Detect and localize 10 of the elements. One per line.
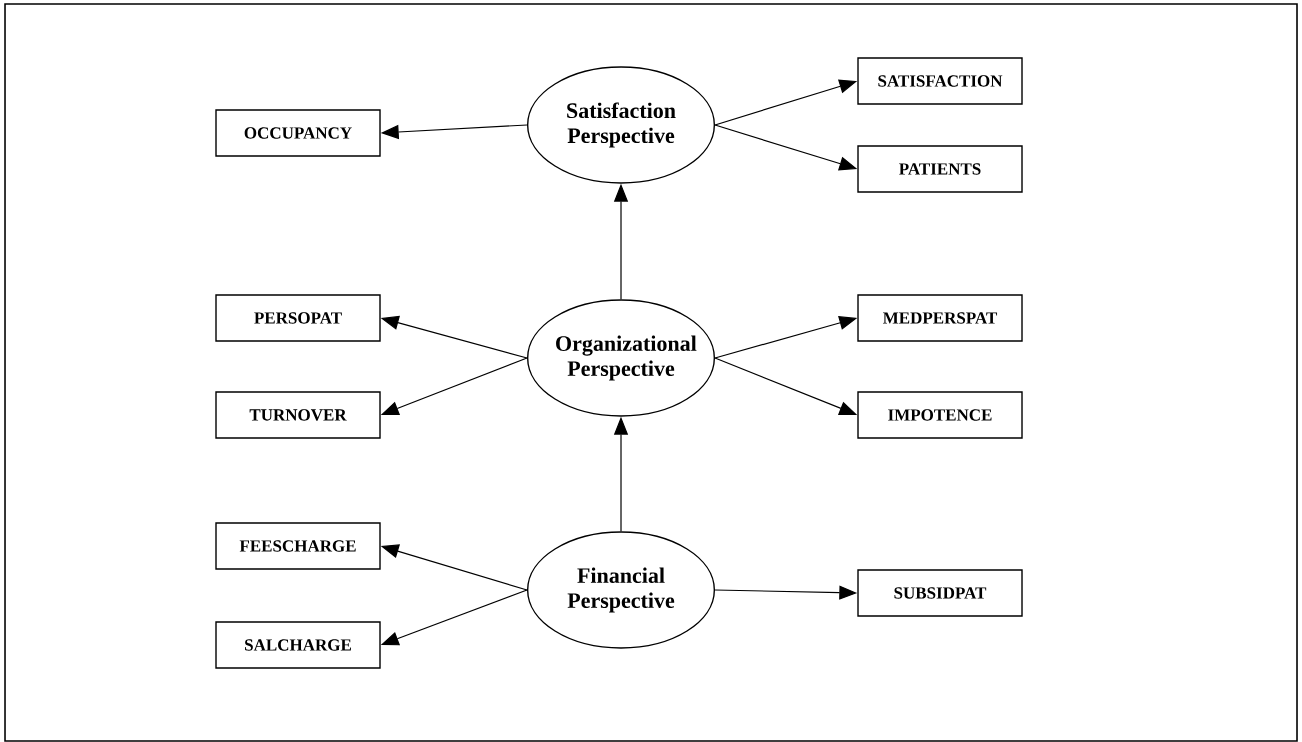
indicator-box: MEDPERSPAT (857, 294, 1023, 342)
indicator-box: PERSOPAT (215, 294, 381, 342)
indicator-box: TURNOVER (215, 391, 381, 439)
indicator-box: OCCUPANCY (215, 109, 381, 157)
indicator-box: SALCHARGE (215, 621, 381, 669)
indicator-box: FEESCHARGE (215, 522, 381, 570)
indicator-box: SATISFACTION (857, 57, 1023, 105)
indicator-box: SUBSIDPAT (857, 569, 1023, 617)
indicator-box: IMPOTENCE (857, 391, 1023, 439)
indicator-box: PATIENTS (857, 145, 1023, 193)
